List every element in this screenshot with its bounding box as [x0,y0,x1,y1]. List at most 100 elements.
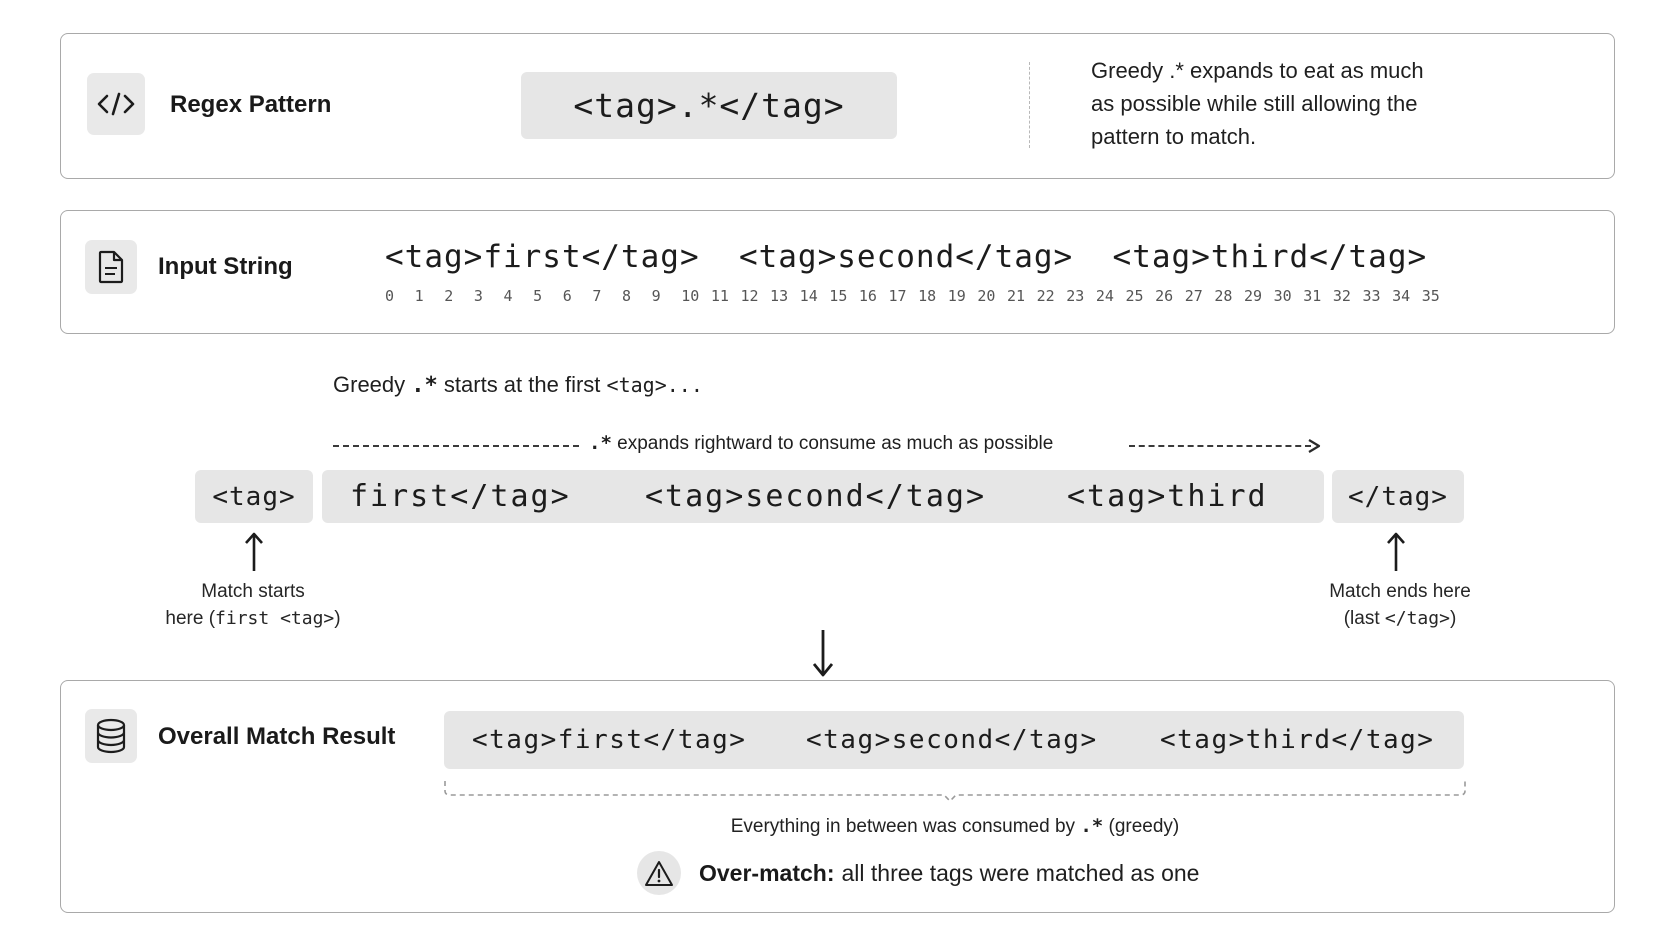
character-index: 30 [1273,287,1292,305]
consumed-token: <tag>third [1067,479,1268,514]
character-index: 21 [1007,287,1026,305]
end-token: </tag> [1348,481,1448,512]
character-index: 34 [1392,287,1411,305]
expansion-arrow: .* expands rightward to consume as much … [333,432,1321,458]
match-result-card: Overall Match Result <tag>first</tag> <t… [60,680,1615,913]
brace-caption-code: .* [1080,815,1104,837]
match-end-line1: Match ends here [1329,581,1471,602]
character-index: 32 [1332,287,1351,305]
character-index: 14 [799,287,818,305]
down-arrow-icon [812,630,834,677]
greedy-caption: Greedy .* starts at the first <tag>... [333,372,703,398]
match-end-code: </tag> [1384,608,1450,629]
consumed-token: first</tag> [350,479,571,514]
character-index: 29 [1243,287,1263,305]
code-icon [87,73,145,135]
brace-caption-prefix: Everything in between was consumed by [730,816,1076,837]
character-index: 25 [1125,287,1144,305]
arrow-head-right-icon [1308,439,1321,453]
brace-caption: Everything in between was consumed by .*… [444,815,1466,838]
regex-pattern-title: Regex Pattern [170,91,332,118]
greedy-caption-code: .* [411,373,438,398]
character-index: 1 [414,287,424,305]
match-start-line2: here (first <tag>) [133,605,373,632]
regex-pattern-chip: <tag>.*</tag> [521,72,897,139]
character-index: 18 [918,287,937,305]
vertical-divider [1029,62,1030,148]
character-index: 3 [473,287,483,305]
character-index: 5 [533,287,543,305]
input-string-value: <tag>first</tag> <tag>second</tag> <tag>… [385,239,1428,275]
character-index: 35 [1421,287,1440,305]
match-start-line1: Match starts [201,581,305,602]
database-icon [85,709,137,763]
character-index: 31 [1303,287,1322,305]
start-token: <tag> [212,481,296,512]
input-string-title: Input String [158,253,293,280]
warning-icon [637,851,681,895]
character-index: 15 [829,287,848,305]
end-token-chip: </tag> [1332,470,1464,523]
warning-row: Over-match: all three tags were matched … [637,850,1199,896]
character-index: 12 [740,287,759,305]
match-start-label: Match starts here (first <tag>) [133,578,373,632]
arrow-label: .* expands rightward to consume as much … [589,432,1053,455]
start-token-chip: <tag> [195,470,313,523]
character-index: 2 [444,287,454,305]
warning-bold: Over-match: [699,859,835,886]
character-index: 4 [503,287,513,305]
up-arrow-icon [245,532,263,571]
match-token: <tag>first</tag> [472,725,747,755]
warning-text: all three tags were matched as one [841,859,1200,886]
character-index: 20 [977,287,996,305]
arrow-dash-left [333,445,579,447]
match-start-end: ) [334,608,341,629]
character-index: 6 [562,287,572,305]
pattern-note-line: as possible while still allowing the [1091,91,1418,116]
greedy-caption-prefix: Greedy [333,372,406,397]
pattern-note-line: pattern to match. [1091,124,1257,149]
dashed-brace [444,781,1466,803]
regex-pattern-card: Regex Pattern <tag>.*</tag> Greedy .* ex… [60,33,1615,179]
up-arrow-icon [1387,532,1405,571]
pattern-note-line: Greedy .* expands to eat as much [1091,58,1424,83]
arrow-label-code: .* [589,432,612,454]
match-result-chip: <tag>first</tag> <tag>second</tag> <tag>… [444,711,1464,769]
greedy-caption-mid: starts at the first [443,372,601,397]
character-index: 23 [1066,287,1085,305]
character-index: 33 [1362,287,1381,305]
document-icon [85,240,137,294]
consumed-tokens-chip: first</tag> <tag>second</tag> <tag>third [322,470,1324,523]
match-token: <tag>second</tag> [806,725,1098,755]
character-index: 24 [1095,287,1114,305]
match-start-text: here ( [165,608,216,629]
arrow-label-text: expands rightward to consume as much as … [617,433,1054,454]
match-start-code: first <tag> [215,608,335,629]
character-index: 28 [1214,287,1233,305]
brace-caption-suffix: (greedy) [1108,816,1180,837]
consumed-token: <tag>second</tag> [645,479,987,514]
arrow-dash-right [1129,445,1311,447]
character-index: 8 [621,287,631,305]
character-index: 27 [1184,287,1203,305]
pattern-note: Greedy .* expands to eat as much as poss… [1091,54,1424,153]
match-result-title: Overall Match Result [158,723,396,750]
character-index: 10 [681,287,700,305]
character-index: 7 [592,287,602,305]
character-index: 17 [888,287,907,305]
match-end-line2: (last </tag>) [1290,605,1510,632]
regex-pattern-value: <tag>.*</tag> [573,86,845,125]
character-index: 13 [770,287,789,305]
character-index: 0 [385,287,395,305]
character-index: 11 [710,287,729,305]
greedy-caption-tag: <tag>... [606,373,703,397]
character-index: 19 [947,287,966,305]
match-end-text: (last [1343,608,1385,629]
match-end-label: Match ends here (last </tag>) [1290,578,1510,632]
match-token: <tag>third</tag> [1160,725,1435,755]
character-index: 16 [858,287,877,305]
match-end-end: ) [1449,608,1457,629]
character-index: 9 [651,287,661,305]
input-string-card: Input String <tag>first</tag> <tag>secon… [60,210,1615,334]
